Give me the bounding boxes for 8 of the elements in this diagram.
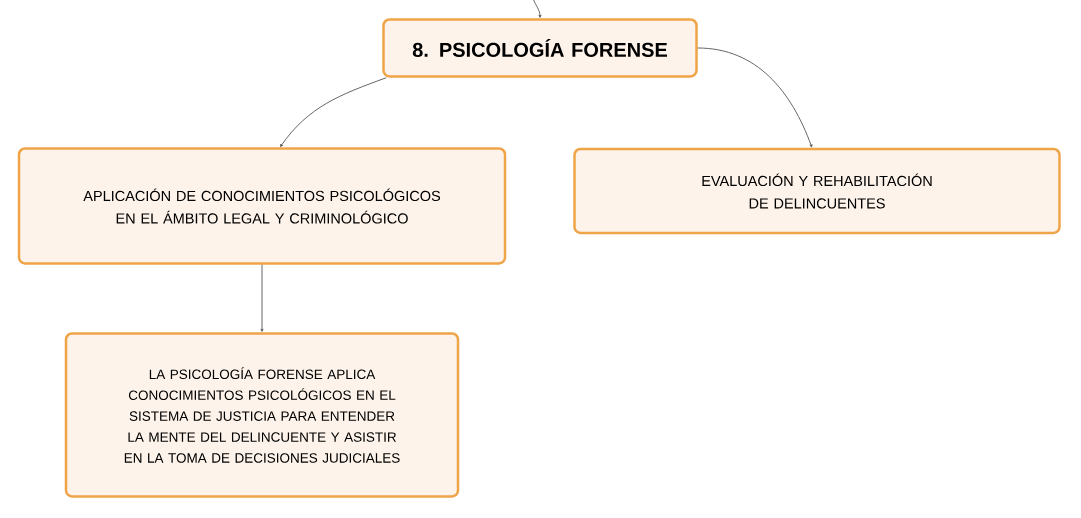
topic-box: APLICACIÓN DE CONOCIMIENTOS PSICOLÓGICOS EN EL ÁMBITO LEGAL Y CRIMINOLÓGICO (17, 147, 507, 265)
topic-box: LA PSICOLOGÍA FORENSE APLICA CONOCIMIENTOS PSICOLÓGICOS EN EL SISTEMA DE JUSTICIA PARA ENTENDER LA MENTE DEL DELINCUENTE Y ASISTIR EN LA TOMA DE DECISIONES JUDICIALES (64, 332, 460, 498)
topic-box: EVALUACIÓN Y REHABILITACIÓN DE DELINCUENTES (573, 147, 1061, 235)
connector-arrow (532, 0, 542, 18)
connector-arrow (697, 47, 813, 148)
topic-box: 8. PSICOLOGÍA FORENSE (382, 18, 698, 78)
connector-arrow (260, 264, 264, 332)
connector-arrow (280, 77, 387, 147)
